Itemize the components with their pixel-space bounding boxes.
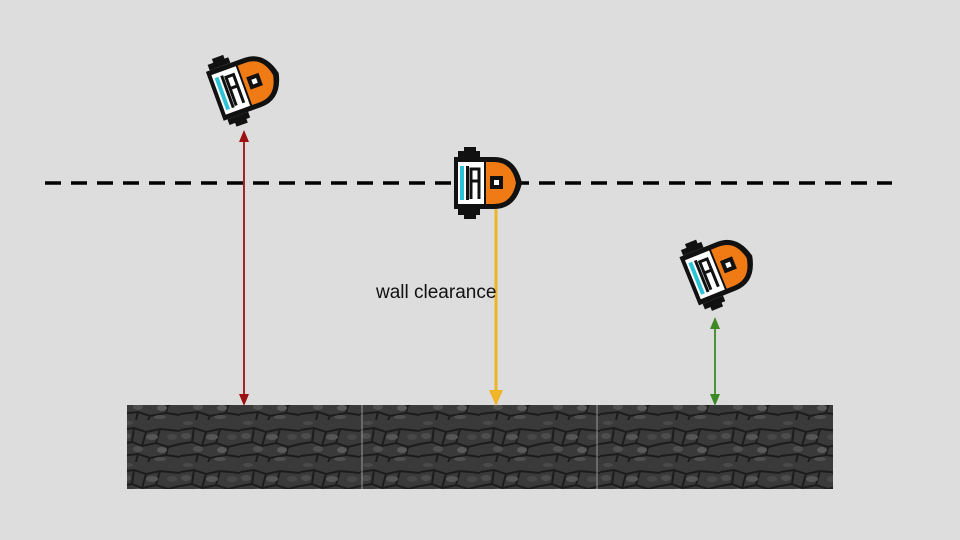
robot-left (200, 37, 293, 132)
wall (127, 405, 833, 489)
clearance-arrow-right (710, 317, 720, 406)
wall-segment (597, 405, 833, 489)
robot-right (674, 220, 768, 317)
robot-center (452, 145, 524, 221)
wall-segment (362, 405, 597, 489)
wall-segment (127, 405, 362, 489)
clearance-arrow-left (239, 130, 249, 406)
wall-clearance-label: wall clearance (376, 282, 497, 303)
